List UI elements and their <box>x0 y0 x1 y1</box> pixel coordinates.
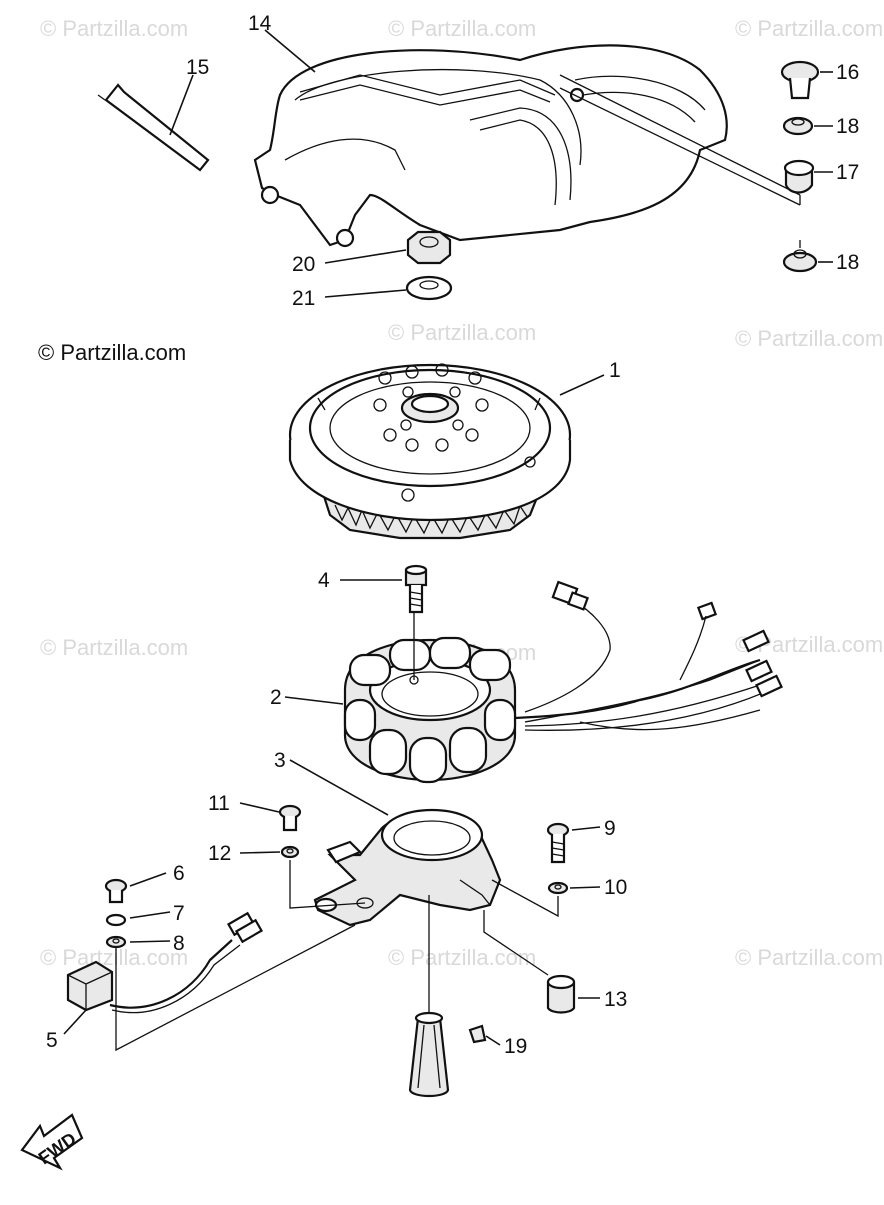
stator-bolt <box>404 564 428 614</box>
watermark: © Partzilla.com <box>40 16 188 41</box>
nut <box>406 230 452 265</box>
stator-base <box>313 808 502 927</box>
callout-leaders <box>63 29 833 1046</box>
callout-17: 17 <box>836 161 859 184</box>
watermark: © Partzilla.com <box>735 945 883 970</box>
callout-7: 7 <box>173 902 185 925</box>
callout-11: 11 <box>208 792 230 815</box>
callout-6: 6 <box>173 862 185 885</box>
woodruff-key <box>468 1024 487 1044</box>
callouts: 14 15 16 18 17 18 20 21 1 4 2 3 11 12 6 … <box>46 12 859 1058</box>
callout-1: 1 <box>609 359 621 382</box>
screw <box>278 804 302 832</box>
fwd-arrow: FWD <box>20 1113 84 1171</box>
watermark: © Partzilla.com <box>388 945 536 970</box>
plug <box>780 60 820 100</box>
flywheel <box>288 363 572 540</box>
callout-3: 3 <box>274 749 286 772</box>
washer <box>280 845 300 859</box>
pulser-coil <box>66 911 264 1014</box>
watermarks: © Partzilla.com © Partzilla.com © Partzi… <box>40 16 883 970</box>
watermark: © Partzilla.com <box>40 945 188 970</box>
watermark: © Partzilla.com <box>388 16 536 41</box>
callout-8: 8 <box>173 932 185 955</box>
grommet <box>782 116 814 136</box>
washer <box>105 935 127 949</box>
stator <box>343 636 517 784</box>
washer <box>405 275 453 301</box>
callout-10: 10 <box>604 876 627 899</box>
callout-5: 5 <box>46 1029 58 1052</box>
callout-18: 18 <box>836 251 859 274</box>
hose <box>104 83 210 172</box>
callout-15: 15 <box>186 56 209 79</box>
watermark: © Partzilla.com <box>735 326 883 351</box>
callout-13: 13 <box>604 988 627 1011</box>
lock-washer <box>105 913 127 927</box>
callout-12: 12 <box>208 842 231 865</box>
callout-9: 9 <box>604 817 616 840</box>
washer <box>547 881 569 895</box>
collar <box>546 974 576 1014</box>
watermark: © Partzilla.com <box>40 635 188 660</box>
watermark: © Partzilla.com <box>735 16 883 41</box>
leader-lines <box>115 74 801 1052</box>
watermark: © Partzilla.com <box>388 320 536 345</box>
callout-14: 14 <box>248 12 272 35</box>
callout-16: 16 <box>836 61 859 84</box>
stator-wire-harness <box>514 580 783 731</box>
crankshaft <box>408 1011 450 1098</box>
callout-19: 19 <box>504 1035 527 1058</box>
copyright-text: © Partzilla.com <box>38 340 186 365</box>
flywheel-cover <box>253 44 728 248</box>
callout-18: 18 <box>836 115 859 138</box>
callout-21: 21 <box>292 287 315 310</box>
grommet <box>782 249 818 273</box>
callout-2: 2 <box>270 686 282 709</box>
callout-4: 4 <box>318 569 330 592</box>
callout-20: 20 <box>292 253 315 276</box>
grommet <box>783 159 815 194</box>
bolt <box>546 822 570 864</box>
screw <box>104 878 128 904</box>
